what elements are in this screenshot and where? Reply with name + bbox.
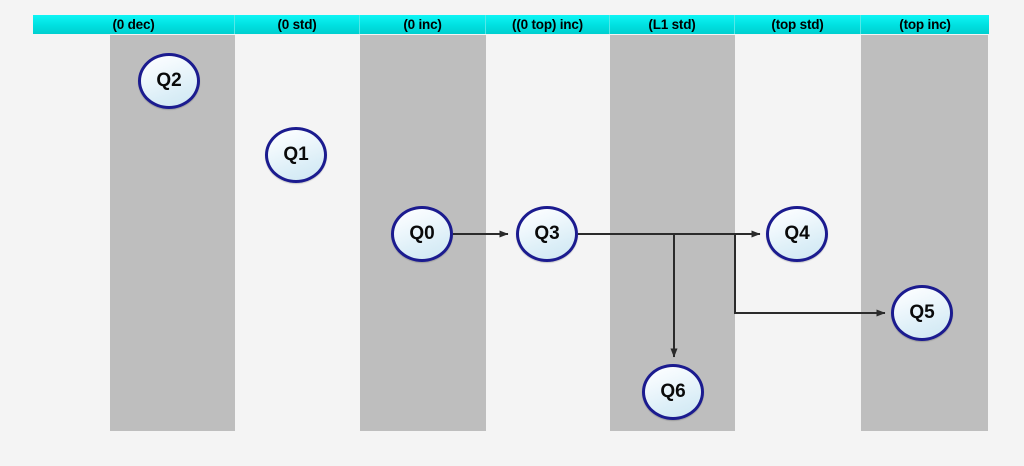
- column-header-0-inc[interactable]: (0 inc): [360, 15, 486, 34]
- column-header-bar: (0 dec) (0 std) (0 inc) ((0 top) inc) (L…: [33, 15, 989, 34]
- state-node-q6[interactable]: Q6: [642, 364, 704, 420]
- state-node-q4[interactable]: Q4: [766, 206, 828, 262]
- state-node-q5[interactable]: Q5: [891, 285, 953, 341]
- state-node-q2[interactable]: Q2: [138, 53, 200, 109]
- column-header-top-inc[interactable]: (top inc): [899, 17, 951, 32]
- state-node-q3[interactable]: Q3: [516, 206, 578, 262]
- column-header-0-top-inc[interactable]: ((0 top) inc): [486, 15, 610, 34]
- state-node-q1[interactable]: Q1: [265, 127, 327, 183]
- column-band-0-std: [235, 35, 360, 431]
- column-header-0-std[interactable]: (0 std): [235, 15, 360, 34]
- column-band-top-inc: [861, 35, 988, 431]
- state-node-q0[interactable]: Q0: [391, 206, 453, 262]
- column-header-0-dec[interactable]: (0 dec): [33, 15, 235, 34]
- column-header-l1-std[interactable]: (L1 std): [610, 15, 735, 34]
- column-header-top-std[interactable]: (top std): [735, 15, 861, 34]
